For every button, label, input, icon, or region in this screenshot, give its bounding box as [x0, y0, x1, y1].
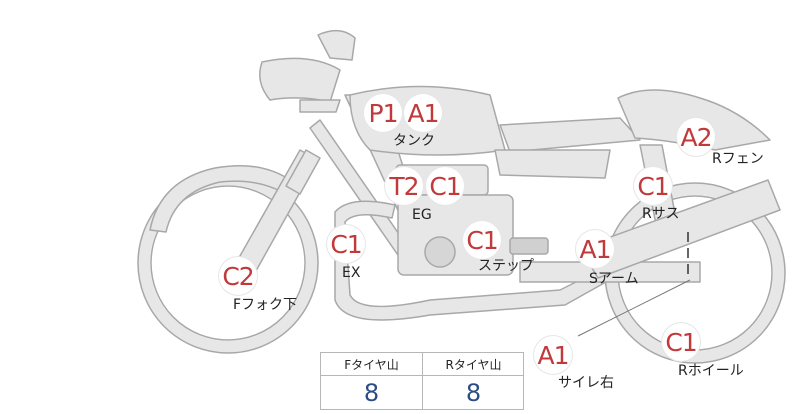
label-rwheel: Rホイール: [678, 363, 744, 379]
silencer-leader: [577, 279, 691, 337]
grade-rwheel-c1: C1: [662, 323, 700, 361]
grade-eg-t2: T2: [385, 167, 423, 205]
table-divider: [422, 353, 423, 409]
front-tire-column: Fタイヤ山 8: [321, 353, 423, 409]
grade-rfender-a2: A2: [677, 118, 715, 156]
label-tank: タンク: [393, 133, 435, 149]
seat: [499, 117, 641, 153]
grade-ex-c1: C1: [327, 225, 365, 263]
headlight: [259, 57, 341, 103]
grade-sarm-a1: A1: [576, 230, 614, 268]
muffler: [579, 179, 781, 279]
label-ex: EX: [342, 265, 361, 281]
rear-tire-value: 8: [465, 378, 482, 407]
grade-tank-a1: A1: [404, 94, 442, 132]
label-rsus: Rサス: [642, 206, 680, 222]
label-eg: EG: [412, 207, 432, 223]
label-step: ステップ: [478, 258, 534, 274]
label-ffork: Fフォク下: [233, 297, 298, 313]
grade-eg-c1: C1: [426, 167, 464, 205]
label-silencer: サイレ右: [558, 375, 614, 391]
mirror: [317, 29, 356, 61]
grade-step-c1: C1: [463, 221, 501, 259]
grade-tank-p1: P1: [364, 94, 402, 132]
tire-tread-table: Fタイヤ山 8 Rタイヤ山 8: [320, 352, 524, 410]
grade-silencer-a1: A1: [534, 336, 572, 374]
front-tire-value: 8: [363, 378, 380, 407]
grade-ffork-c2: C2: [219, 257, 257, 295]
label-rfender: Rフェン: [712, 151, 764, 167]
rear-tire-column: Rタイヤ山 8: [423, 353, 525, 409]
engine-cover: [424, 236, 456, 268]
grade-rsus-c1: C1: [634, 167, 672, 205]
footpeg: [509, 237, 549, 255]
rear-tire-header: Rタイヤ山: [423, 353, 524, 376]
front-tire-header: Fタイヤ山: [321, 353, 422, 376]
exhaust-pipe: [334, 200, 607, 321]
side-cover: [494, 149, 611, 179]
label-sarm: Sアーム: [589, 271, 639, 287]
